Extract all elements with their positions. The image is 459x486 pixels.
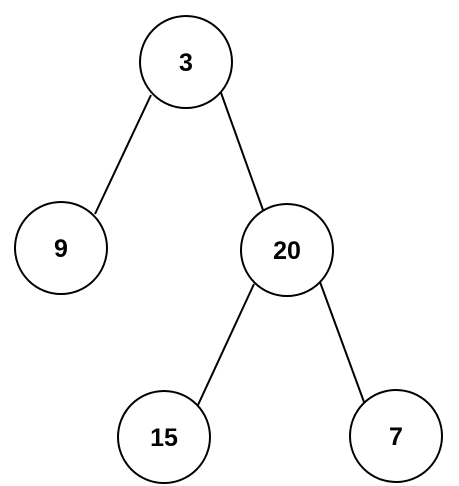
edge-3-9 (94, 94, 152, 215)
tree-node-right-left: 15 (117, 390, 211, 484)
node-label-right-left: 15 (150, 424, 178, 452)
node-circle-right (240, 203, 334, 297)
node-label-left: 9 (54, 235, 68, 263)
node-label-right-right: 7 (389, 423, 403, 451)
tree-node-root: 3 (139, 15, 233, 109)
edge-3-20 (219, 89, 264, 211)
tree-node-right: 20 (240, 203, 334, 297)
node-circle-left (14, 201, 108, 295)
node-circle-right-right (349, 389, 443, 483)
node-label-root: 3 (179, 49, 193, 77)
node-label-right: 20 (273, 237, 301, 265)
tree-node-right-right: 7 (349, 389, 443, 483)
node-circle-root (139, 15, 233, 109)
edge-20-7 (319, 281, 365, 403)
tree-node-left: 9 (14, 201, 108, 295)
edge-20-15 (197, 283, 255, 406)
node-circle-right-left (117, 390, 211, 484)
